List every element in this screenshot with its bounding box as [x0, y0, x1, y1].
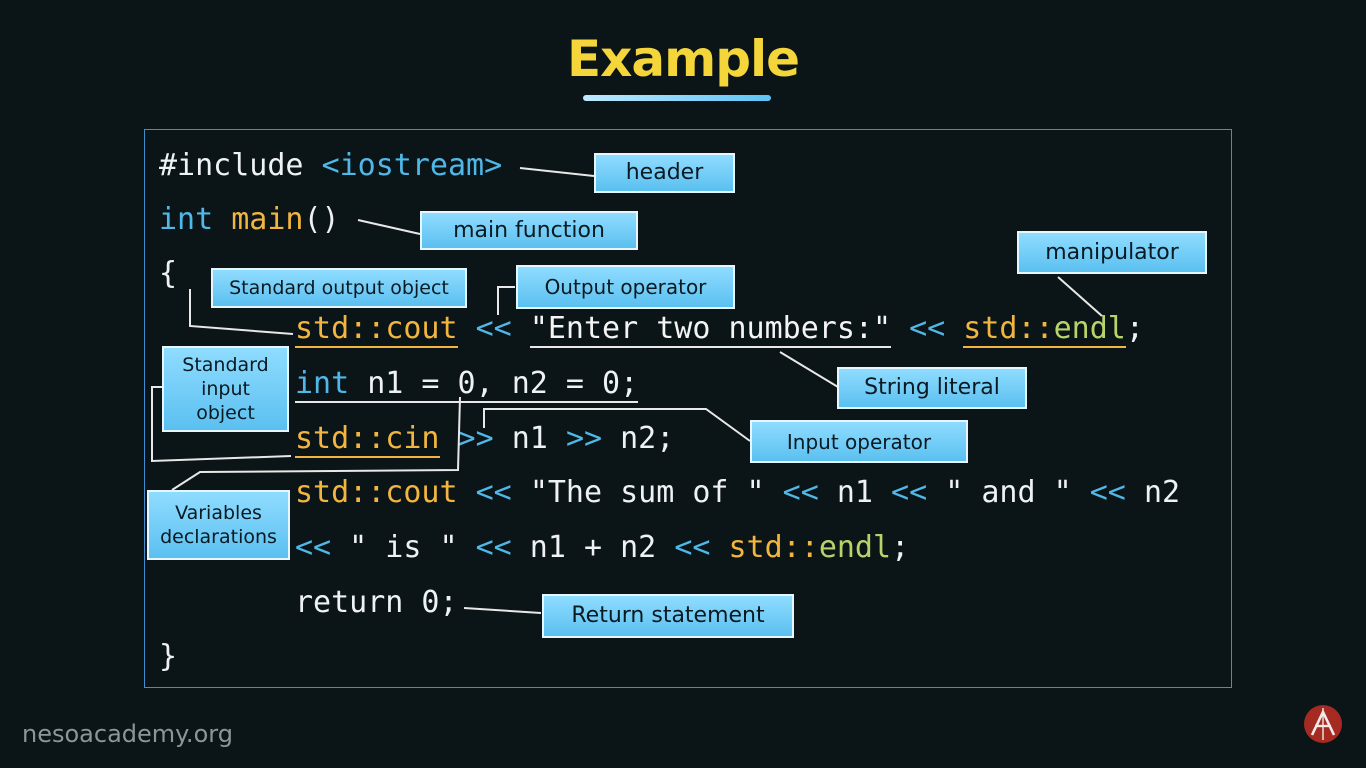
slide-title: Example [566, 30, 800, 88]
std-namespace: std [295, 311, 350, 346]
endl-identifier-2: endl [818, 530, 892, 565]
label-manipulator: manipulator [1017, 231, 1207, 274]
code-line-5: int n1 = 0, n2 = 0; [295, 366, 639, 403]
label-main-function: main function [420, 211, 638, 250]
cout-identifier: cout [385, 311, 458, 346]
endl-identifier: endl [1053, 311, 1126, 346]
scope-sep: :: [349, 311, 386, 346]
output-operator-5: << [873, 475, 946, 510]
std-scope-3: std:: [710, 530, 819, 565]
neso-academy-logo-icon [1304, 705, 1342, 743]
close-brace: } [159, 639, 178, 674]
string-literal-4: " is " [331, 530, 476, 565]
code-line-10: } [159, 639, 177, 675]
label-standard-input-object: Standard input object [162, 346, 289, 432]
label-standard-output-object: Standard output object [211, 268, 467, 308]
footer-site: nesoacademy.org [22, 720, 233, 748]
label-variables-line2: declarations [160, 526, 277, 548]
code-line-4: std::cout << "Enter two numbers:" << std… [295, 311, 1144, 348]
open-brace: { [159, 256, 178, 291]
main-parens: () [303, 202, 340, 237]
code-line-1: #include <iostream> [159, 148, 502, 184]
label-std-input-line1: Standard [182, 354, 269, 376]
code-line-6: std::cin >> n1 >> n2; [295, 421, 675, 458]
output-operator-9: << [674, 530, 711, 565]
string-literal-2: "The sum of " [529, 475, 765, 510]
code-line-2: int main() [159, 202, 340, 238]
n2-var: n2; [602, 421, 675, 456]
cout-identifier-2: std::cout [295, 475, 458, 510]
header-name: <iostream> [321, 148, 503, 183]
label-output-operator: Output operator [516, 265, 735, 309]
input-operator-1: >> [439, 421, 494, 456]
code-line-8: << " is " << n1 + n2 << std::endl; [295, 530, 909, 566]
label-header: header [594, 153, 735, 193]
var-decl: n1 = 0, n2 = 0; [349, 366, 639, 401]
include-directive: #include [159, 148, 322, 183]
output-operator-1: << [457, 311, 530, 346]
output-operator-3: << [457, 475, 530, 510]
output-operator-2: << [891, 311, 964, 346]
label-std-input-line2: input [201, 378, 250, 400]
title-underline [583, 95, 771, 101]
code-line-7: std::cout << "The sum of " << n1 << " an… [295, 475, 1180, 511]
int-keyword-2: int [295, 366, 350, 401]
code-box [144, 129, 1232, 688]
output-operator-4: << [764, 475, 837, 510]
string-literal-1: "Enter two numbers:" [529, 311, 892, 348]
label-variables-declarations: Variables declarations [147, 490, 290, 560]
std-scope-2: std:: [963, 311, 1054, 346]
label-std-input-line3: object [196, 402, 255, 424]
label-string-literal: String literal [837, 367, 1027, 409]
code-line-3: { [159, 256, 177, 292]
cin-identifier: std::cin [295, 421, 440, 458]
label-return-statement: Return statement [542, 594, 794, 638]
n1-ref: n1 [836, 475, 873, 510]
code-line-9: return 0; [295, 585, 458, 621]
sum-expression: n1 + n2 [511, 530, 675, 565]
output-operator-8: << [475, 530, 512, 565]
semicolon-2: ; [891, 530, 910, 565]
string-literal-3: " and " [945, 475, 1072, 510]
n1-var: n1 [493, 421, 566, 456]
output-operator-6: << [1071, 475, 1144, 510]
label-variables-line1: Variables [175, 502, 262, 524]
return-statement-code: return 0; [295, 585, 458, 620]
label-input-operator: Input operator [750, 420, 968, 463]
main-identifier: main [231, 202, 304, 237]
semicolon-1: ; [1125, 311, 1144, 346]
n2-ref: n2 [1143, 475, 1181, 510]
int-keyword: int [159, 202, 232, 237]
output-operator-7: << [295, 530, 332, 565]
input-operator-2: >> [565, 421, 603, 456]
